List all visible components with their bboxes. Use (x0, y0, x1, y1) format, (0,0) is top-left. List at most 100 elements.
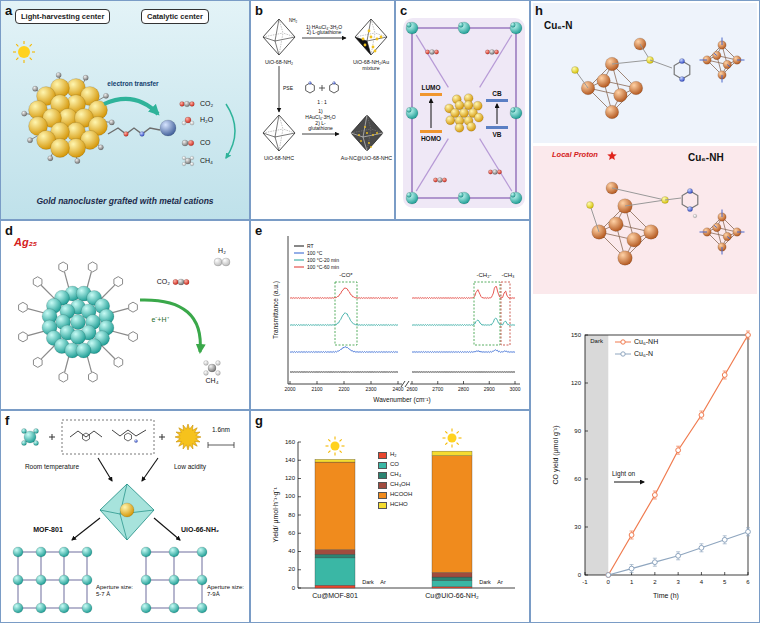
label-text: 120 (571, 380, 581, 387)
illustration-part (437, 381, 438, 384)
label-text: 30 (574, 524, 581, 531)
illustration-part (290, 381, 291, 384)
atom (437, 177, 442, 182)
atom (618, 251, 633, 266)
octahedron-edge (363, 115, 367, 137)
legend-item: 100 °C (294, 250, 322, 257)
illustration-part (630, 572, 634, 573)
bar-segment (432, 577, 472, 581)
panel-letter: d (5, 224, 13, 238)
illustration-part (1, 1, 249, 219)
label-text: 140 (285, 457, 295, 464)
label-text: Cu₆-N (544, 20, 572, 32)
illustration-part (699, 551, 703, 552)
octahedron-edge (283, 129, 295, 133)
illustration-part (724, 572, 725, 575)
illustration-part (746, 527, 750, 528)
illustration-part (100, 484, 154, 540)
octahedron-edge (351, 129, 371, 133)
illustration-part (403, 18, 525, 208)
atom (687, 206, 692, 211)
legend-item: H₂ (378, 451, 397, 459)
illustration-part (114, 277, 123, 287)
atom (434, 50, 438, 54)
atom (425, 50, 429, 54)
illustration-part (701, 572, 702, 575)
octahedron-edge (363, 137, 367, 151)
illustration-part (175, 424, 201, 450)
legend-item: CH₃OH (378, 481, 410, 489)
legend-line (294, 246, 304, 247)
atom (723, 60, 731, 68)
label-anchor: VB (492, 131, 501, 138)
illustration-part (722, 210, 723, 218)
label-text: LUMO (421, 84, 440, 91)
illustration-part (653, 566, 657, 567)
legend-sample (615, 351, 631, 357)
atom (169, 575, 179, 585)
illustration-part (585, 335, 588, 336)
illustration-part (722, 75, 723, 83)
gold-dot (374, 50, 377, 53)
label-text: Transmittance (a.u.) (272, 281, 279, 339)
label-anchor: Dark (590, 338, 603, 345)
illustration-part (89, 372, 98, 382)
label-anchor: 2900 (484, 387, 495, 393)
gold-dot (368, 30, 371, 33)
label-anchor: 2700 (432, 387, 443, 393)
illustration-part (16, 44, 18, 46)
illustration-part (746, 339, 750, 340)
panel-letter: a (5, 4, 12, 18)
bar-segment (432, 572, 472, 577)
data-point (722, 373, 727, 378)
data-point (652, 493, 657, 498)
illustration-part (699, 543, 703, 544)
illustration-part (480, 139, 512, 192)
atom (22, 441, 27, 446)
label-anchor: Room temperature (25, 463, 79, 470)
label-text: 60 (574, 476, 581, 483)
illustration-part (83, 433, 90, 441)
label-text: 1 (630, 579, 633, 586)
label-anchor: NH₂ (289, 18, 297, 23)
atom (75, 158, 80, 163)
bar-segment (315, 462, 355, 550)
octahedron-outline (263, 19, 295, 55)
label-anchor: CH₄ (200, 157, 213, 165)
illustration-part (650, 60, 672, 68)
label-anchor: Ar (380, 579, 386, 585)
illustration-part (746, 535, 750, 536)
illustration-part (344, 381, 345, 384)
octahedron-edge (275, 115, 279, 137)
label-anchor: Dark (479, 579, 491, 585)
illustration-part (445, 431, 447, 433)
series-line (608, 335, 748, 575)
label-text: electron transfer (107, 80, 158, 87)
label-anchor: 60 (288, 530, 295, 537)
label-text: 80 (288, 512, 295, 519)
atom (190, 156, 194, 160)
illustration-part (614, 482, 644, 483)
atom (197, 547, 207, 557)
atom (141, 603, 151, 613)
atom (485, 50, 489, 54)
data-point (606, 573, 611, 578)
atom (33, 86, 38, 91)
label-anchor: LUMO (421, 84, 440, 91)
label-text: CO₂ (200, 100, 213, 108)
atom (184, 101, 190, 107)
gold-dot (364, 44, 367, 47)
octahedron-edge (371, 129, 383, 133)
sun-icon (448, 434, 457, 443)
octahedron-node: UiO-68-NH₂/Au mixture (347, 17, 395, 71)
label-text: Yield/ μmol·h⁻¹·g⁻¹ (272, 487, 280, 543)
atom (59, 547, 69, 557)
label-text: 2900 (484, 387, 495, 393)
octahedron-edge (263, 129, 283, 133)
atom (687, 188, 692, 193)
atom (222, 258, 230, 266)
label-text: 2300 (365, 387, 376, 393)
label-anchor: 30 (574, 524, 581, 531)
label-text: 2000 (284, 387, 295, 393)
